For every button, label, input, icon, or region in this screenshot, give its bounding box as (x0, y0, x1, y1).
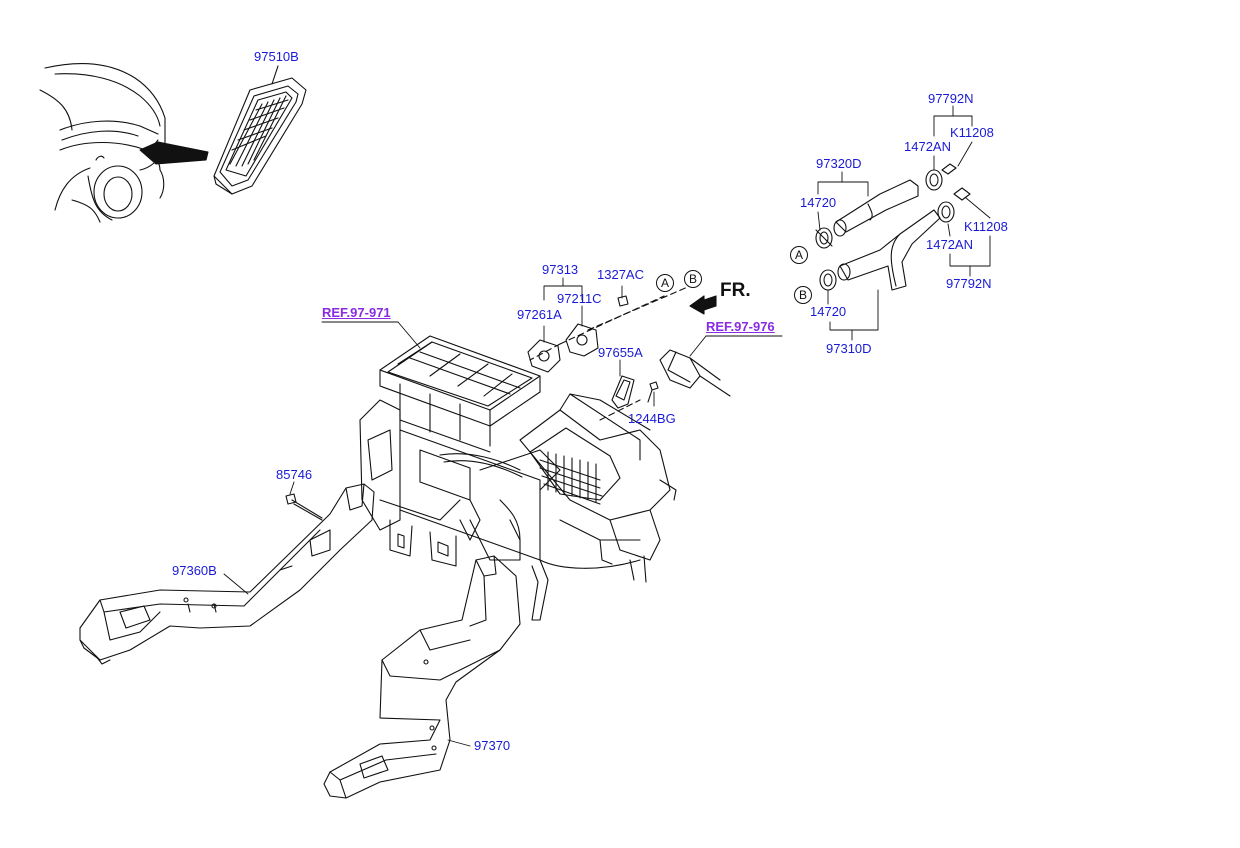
marker-a-upper: A (656, 274, 674, 292)
screw-85746-drawing (285, 493, 323, 521)
marker-b-hose: B (794, 286, 812, 304)
label-97310D: 97310D (826, 341, 872, 356)
label-14720-bottom: 14720 (810, 304, 847, 319)
marker-b-upper: B (684, 270, 702, 288)
nut-1327AC-drawing (617, 295, 629, 307)
bolt-1244BG-drawing (647, 381, 659, 403)
reference-97-971[interactable]: REF.97-971 (322, 305, 391, 320)
left-rear-duct-drawing (79, 483, 375, 665)
grommet-97655A-drawing (611, 375, 635, 409)
marker-a-hose: A (790, 246, 808, 264)
clamp-14720-bottom-drawing (819, 269, 837, 291)
label-1244BG: 1244BG (628, 411, 676, 426)
label-1327AC: 1327AC (597, 267, 644, 282)
clamp-14720-top-drawing (815, 227, 833, 249)
hose-97310D-drawing (837, 209, 941, 291)
label-97510B: 97510B (254, 49, 299, 64)
clip-K11208-bottom-drawing (953, 187, 971, 201)
label-97655A: 97655A (598, 345, 643, 360)
hose-97320D-drawing (833, 179, 919, 237)
label-97261A: 97261A (517, 307, 562, 322)
hvac-module-drawing (359, 335, 677, 621)
vehicle-silhouette (39, 62, 166, 223)
label-K11208-bottom: K11208 (964, 219, 1008, 234)
clamp-1472AN-bottom-drawing (937, 201, 955, 223)
label-14720-top: 14720 (800, 195, 837, 210)
leader-lines (223, 105, 991, 747)
label-97792N-bottom: 97792N (946, 276, 992, 291)
gasket-97211C-drawing (565, 323, 599, 357)
location-pointer (139, 141, 209, 165)
front-direction-label: FR. (720, 280, 751, 301)
label-97211C: 97211C (557, 291, 602, 306)
clip-K11208-top-drawing (941, 163, 957, 175)
label-85746: 85746 (276, 467, 313, 482)
label-1472AN-bottom: 1472AN (926, 237, 973, 252)
label-97320D: 97320D (816, 156, 862, 171)
label-K11208-top: K11208 (950, 125, 994, 140)
center-rear-duct-drawing (323, 555, 521, 799)
front-arrow-icon (689, 295, 717, 315)
label-97313: 97313 (542, 262, 579, 277)
label-97792N-top: 97792N (928, 91, 974, 106)
label-97370: 97370 (474, 738, 511, 753)
vent-grille-drawing (213, 77, 307, 195)
heater-pipes-drawing (599, 349, 731, 421)
label-97360B: 97360B (172, 563, 217, 578)
gasket-97261A-drawing (527, 339, 561, 373)
reference-97-976[interactable]: REF.97-976 (706, 319, 775, 334)
label-1472AN-top: 1472AN (904, 139, 951, 154)
clamp-1472AN-top-drawing (925, 169, 943, 191)
